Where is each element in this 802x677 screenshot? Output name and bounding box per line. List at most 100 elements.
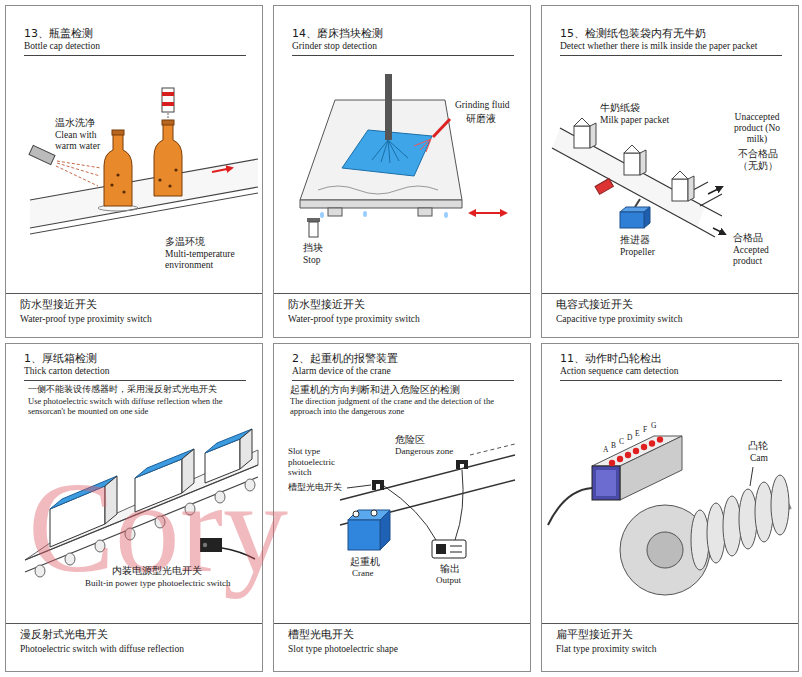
carton-illustration [95, 540, 105, 552]
label-anchor: Cam [750, 453, 768, 464]
panel-subtitle: Detect whether there is milk inside the … [560, 41, 765, 52]
label-anchor: 不合格品 （无奶） [730, 148, 786, 172]
label-anchor: F [643, 426, 647, 435]
carton-illustration [125, 528, 135, 540]
crane-illustration [347, 485, 371, 488]
label-anchor: Dangerous zone [395, 446, 453, 457]
callout-letter: C [619, 438, 624, 447]
grinder-illustration [300, 74, 508, 237]
cam-illustration [647, 532, 683, 568]
cam-illustration [657, 436, 663, 442]
bottle-cap-illustration [162, 102, 174, 106]
panel-header: 13、瓶盖检测Bottle cap detection [24, 28, 246, 56]
bottle-cap-illustration [174, 168, 177, 171]
note-text: The direction judgment of the crane and … [290, 396, 515, 416]
panel-footer: 电容式接近开关Capacitive type proximity switch [542, 293, 798, 337]
panel-header: 2、起重机的报警装置Alarm device of the crane [292, 353, 514, 381]
callout-letter: G [651, 422, 656, 431]
annotation-label: Output [436, 575, 461, 586]
bottle-cap-illustration [29, 88, 258, 234]
label-anchor: 多温环境 [165, 236, 205, 248]
milk-packet-illustration [672, 179, 688, 201]
bottle-cap-illustration [122, 190, 125, 193]
label-anchor: G [651, 422, 656, 431]
bottle-cap-illustration [168, 113, 169, 118]
crane-illustration [353, 511, 359, 517]
cam-illustration [548, 488, 592, 525]
label-anchor: 一侧不能装设传感器时，采用漫反射式光电开关 [28, 384, 217, 395]
note-text: Use photoelectric switch with diffuse re… [28, 396, 260, 416]
crane-illustration [340, 480, 515, 525]
bottle-cap-illustration [116, 173, 119, 176]
annotation-label: Cam [750, 453, 768, 464]
grinder-illustration [500, 209, 508, 217]
cam-illustration [617, 456, 623, 462]
panel-subtitle: Alarm device of the crane [292, 366, 514, 377]
label-anchor: Cory [28, 462, 288, 592]
panel-box: 2、起重机的报警装置Alarm device of the crane 槽型光电开… [273, 343, 531, 672]
bottle-cap-illustration [30, 159, 258, 200]
bottle-cap-illustration [162, 120, 174, 125]
annotation-label: 多温环境 [165, 236, 205, 248]
label-anchor: Grinding fluid [455, 100, 510, 111]
label-anchor: A [603, 446, 608, 455]
annotation-label: Built-in power type photoelectric switch [85, 578, 230, 589]
label-anchor: Stop [303, 255, 320, 266]
cam-illustration [691, 510, 709, 570]
cam-illustration [596, 470, 616, 496]
label-anchor: 危险区 [395, 434, 425, 445]
label-anchor: B [611, 442, 616, 451]
annotation-label: 不合格品 （无奶） [730, 148, 786, 172]
grinder-illustration [307, 218, 320, 222]
carton-illustration [35, 565, 45, 577]
cam-illustration [707, 503, 725, 563]
label-anchor: 温水洗净 [55, 117, 95, 129]
panel-title: 13、瓶盖检测 [24, 28, 246, 41]
annotation-label: Multi-temperature environment [165, 249, 257, 271]
panel-title: 1、厚纸箱检测 [24, 353, 246, 366]
switch-type-subtitle: Flat type proximity switch [556, 644, 786, 655]
grinder-illustration [328, 208, 342, 216]
cam-illustration [723, 496, 741, 556]
annotation-label: Grinding fluid [455, 100, 510, 111]
panel-box: 13、瓶盖检测Bottle cap detection 防水型接近开关Water-… [5, 5, 263, 338]
crane-illustration [450, 546, 462, 547]
label-anchor: 内装电源型光电开关 [112, 565, 202, 576]
annotation-label: 推进器 [620, 234, 650, 246]
callout-letter: D [627, 434, 632, 443]
panel-footer: 防水型接近开关 Water-proof type proximity switch [274, 293, 530, 337]
panel-subtitle: Bottle cap detection [24, 41, 246, 52]
annotation-label: Crane [352, 568, 374, 579]
panel-header: 15、检测纸包装袋内有无牛奶Detect whether there is mi… [560, 28, 782, 56]
grinder-illustration [468, 209, 476, 217]
bottle-cap-illustration [57, 163, 100, 176]
switch-type-title: 防水型接近开关 [20, 299, 250, 312]
switch-type-title: 防水型接近开关 [288, 299, 518, 312]
crane-illustration [455, 470, 463, 540]
milk-packet-illustration [624, 145, 640, 153]
milk-packet-illustration [708, 187, 722, 194]
switch-type-subtitle: Water-proof type proximity switch [288, 314, 518, 325]
grinder-illustration [444, 212, 448, 218]
grinder-illustration [309, 222, 318, 237]
grinder-illustration [300, 100, 462, 200]
cam-illustration [625, 452, 631, 458]
bottle-cap-illustration [30, 187, 258, 228]
bottle-cap-illustration [110, 183, 113, 186]
panel-header: 1、厚纸箱检测Thick carton detection [24, 353, 246, 381]
annotation-label: 危险区 [395, 434, 425, 445]
label-anchor: Output [436, 575, 461, 586]
bottle-cap-illustration [56, 166, 98, 186]
carton-illustration [222, 548, 255, 559]
cam-illustration [755, 482, 773, 542]
crane-illustration [348, 520, 380, 550]
cam-illustration [771, 475, 789, 535]
cam-illustration [609, 460, 615, 466]
callout-letter: F [643, 426, 647, 435]
label-anchor: Propeller [620, 247, 655, 258]
panel-footer: 槽型光电开关Slot type photoelectric shape [274, 623, 530, 671]
panel-footer: 防水型接近开关Water-proof type proximity switch [6, 293, 262, 337]
milk-packet-illustration [640, 150, 646, 175]
